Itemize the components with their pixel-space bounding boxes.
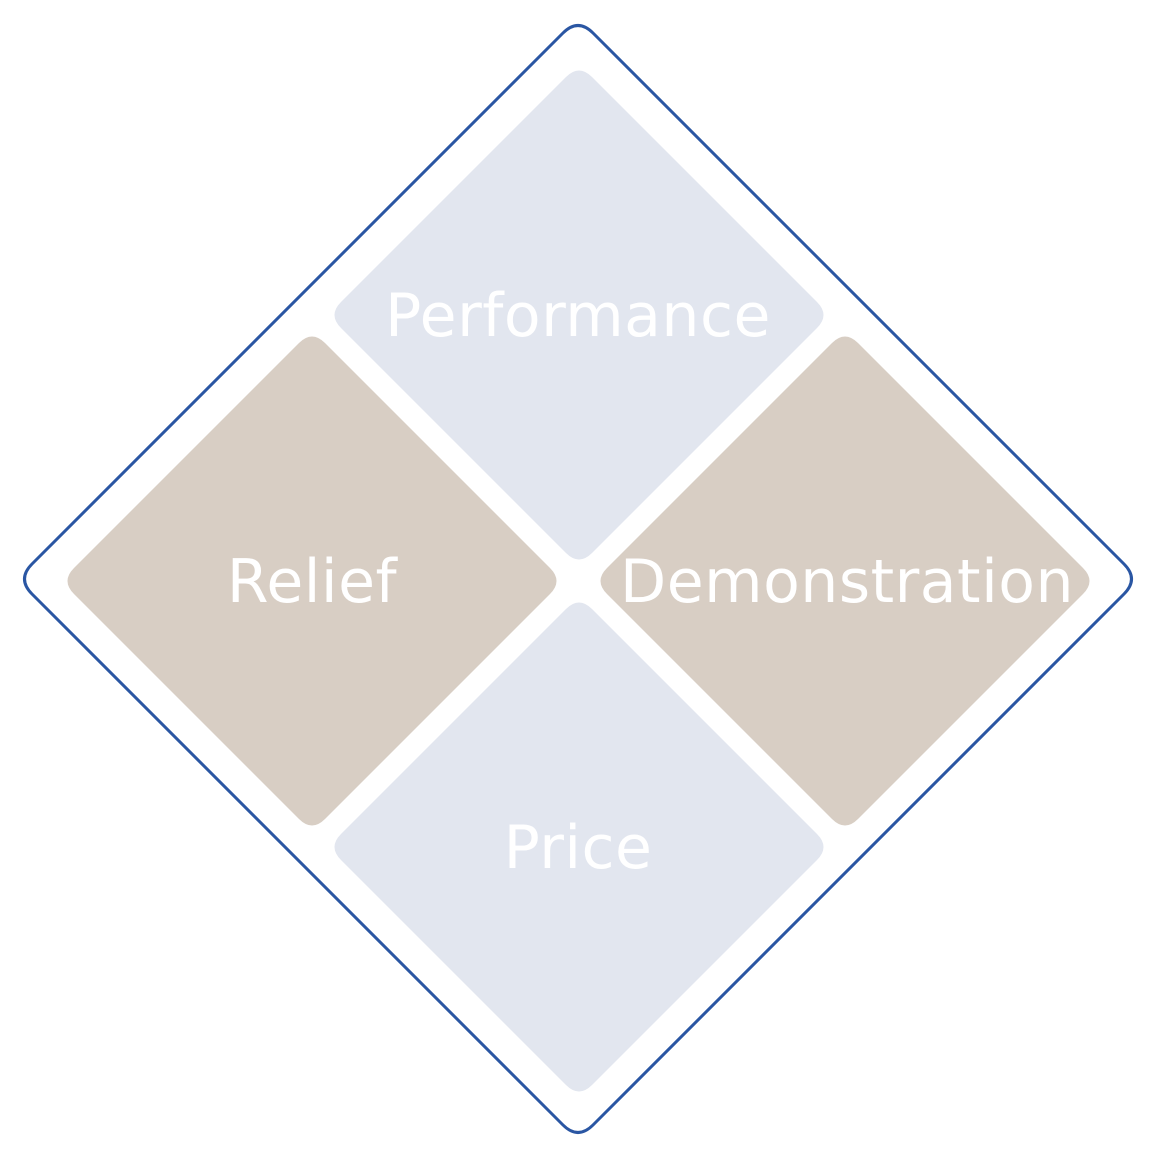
tile-demonstration — [600, 336, 1090, 826]
tile-relief — [67, 336, 557, 826]
tile-price — [334, 602, 824, 1092]
outer-diamond-outline — [23, 24, 1133, 1134]
tile-performance — [334, 70, 824, 560]
label-performance: Performance — [385, 281, 771, 351]
label-demonstration: Demonstration — [620, 547, 1074, 617]
label-relief: Relief — [226, 547, 398, 617]
label-price: Price — [503, 813, 653, 883]
